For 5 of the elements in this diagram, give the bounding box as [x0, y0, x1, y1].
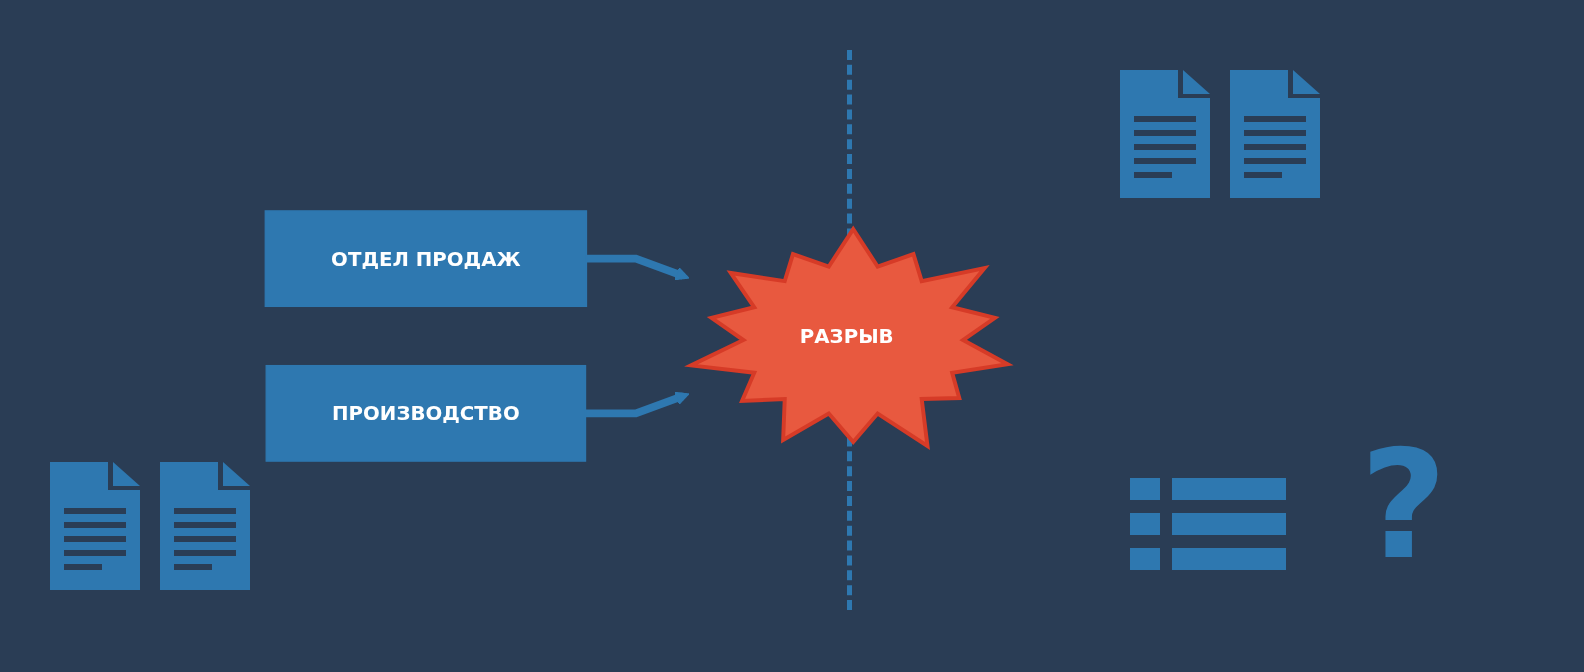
- question-mark: ?: [1360, 430, 1447, 580]
- arrow: [586, 254, 690, 281]
- node-box: ПРОИЗВОДСТВО: [265, 364, 587, 462]
- node-box: ОТДЕЛ ПРОДАЖ: [264, 210, 588, 308]
- arrow: [585, 391, 690, 418]
